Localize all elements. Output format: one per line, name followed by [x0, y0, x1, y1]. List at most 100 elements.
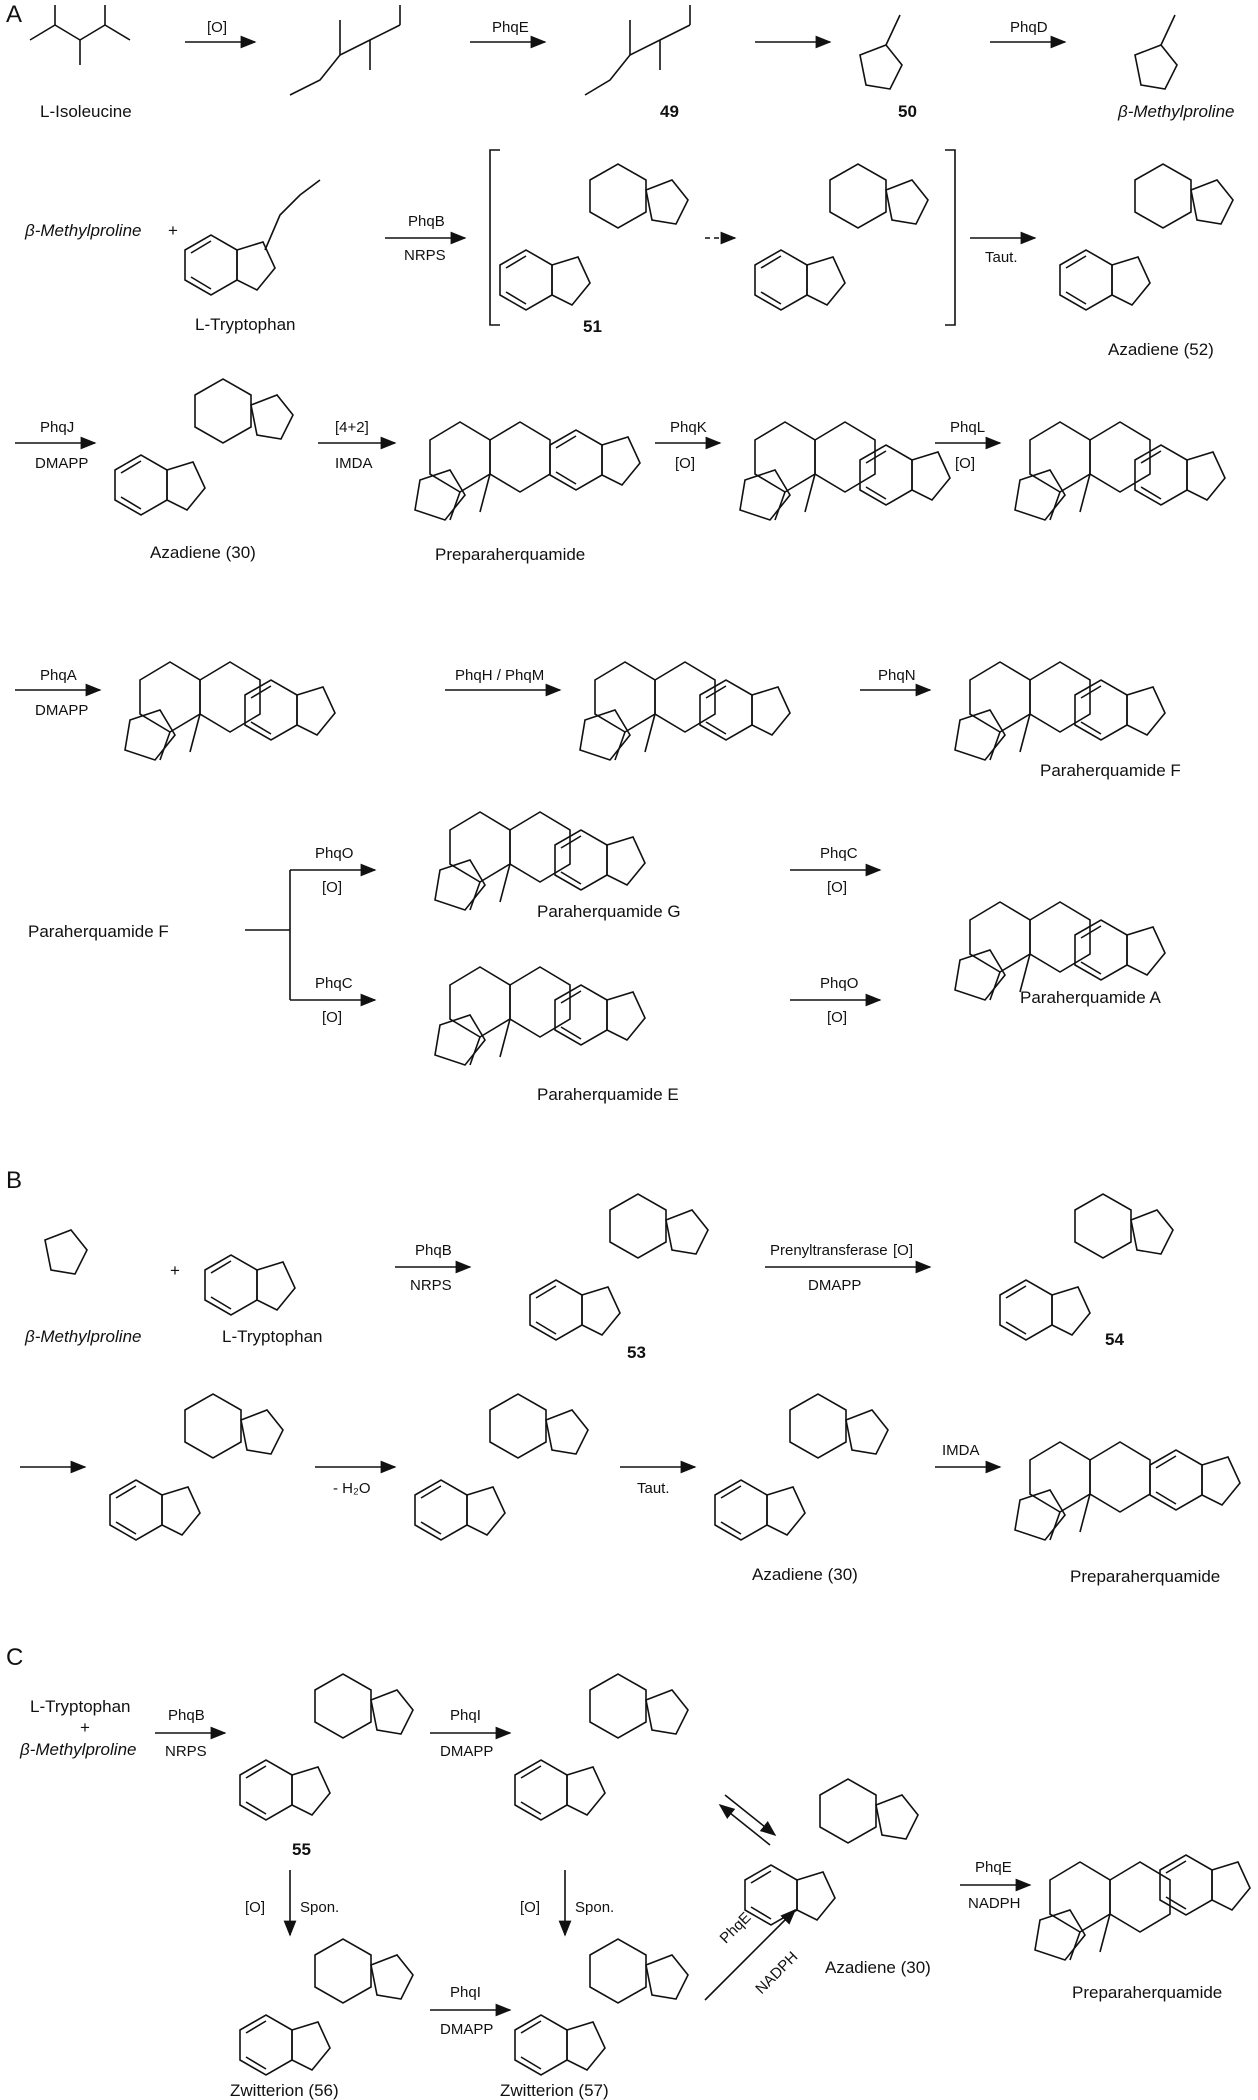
structure-trp-b — [204, 1254, 296, 1316]
reagent-a9-top: PhqK — [670, 419, 707, 436]
reagent-a8-top: [4+2] — [335, 419, 369, 436]
reagent-c7-top: PhqE — [975, 1859, 1012, 1876]
panel-label-c: C — [6, 1644, 23, 1671]
label-51: 51 — [583, 317, 602, 336]
structure-52 — [1059, 249, 1151, 311]
panel-label-b: B — [6, 1167, 22, 1194]
reagent-b2-top: Prenyltransferase — [770, 1242, 888, 1259]
structure-30-b — [714, 1479, 806, 1541]
reagent-c7-bottom: NADPH — [968, 1895, 1021, 1912]
reagent-taut-a: Taut. — [985, 249, 1018, 266]
label-c-bmp: β-Methylproline — [19, 1740, 136, 1759]
reagent-a12-top: PhqH / PhqM — [455, 667, 544, 684]
structure-57 — [514, 2014, 606, 2076]
reagent-b4: - H₂O — [333, 1480, 371, 1497]
reagent-c3-right: Spon. — [300, 1899, 339, 1916]
reagent-c6-bottom: NADPH — [752, 1948, 801, 1997]
reagent-a8-bottom: IMDA — [335, 455, 373, 472]
panel-label-a: A — [6, 1, 22, 28]
reagent-b1-bottom: NRPS — [410, 1277, 452, 1294]
structure-55 — [239, 1759, 331, 1821]
label-paraherquamide-f-start: Paraherquamide F — [28, 922, 169, 941]
label-c-plus: + — [80, 1718, 90, 1737]
reagent-c1-top: PhqB — [168, 1707, 205, 1724]
structure-preparaherquamide-a — [414, 421, 551, 521]
structure-paraherquamide-e — [434, 966, 571, 1066]
reagent-c6-top: PhqE — [717, 1909, 755, 1947]
equilibrium-forward — [724, 1794, 777, 1836]
reagent-a14-bottom: [O] — [322, 879, 342, 896]
structure-prenyl-55 — [514, 1759, 606, 1821]
equilibrium-back — [718, 1804, 771, 1846]
reagent-a4: PhqD — [1010, 19, 1048, 36]
reagent-c4-right: Spon. — [575, 1899, 614, 1916]
structure-50 — [859, 44, 903, 90]
label-preparaherquamide-c: Preparaherquamide — [1072, 1983, 1222, 2002]
label-c-trp: L-Tryptophan — [30, 1697, 130, 1716]
structure-oxindole-a — [739, 421, 876, 521]
structure-tryptophan — [184, 234, 276, 296]
reagent-a10-top: PhqL — [950, 419, 985, 436]
label-50: 50 — [898, 102, 917, 121]
label-beta-methylproline: β-Methylproline — [1117, 102, 1234, 121]
label-azadiene-30-c: Azadiene (30) — [825, 1958, 931, 1977]
label-plus-b: + — [170, 1261, 180, 1280]
label-paraherquamide-g: Paraherquamide G — [537, 902, 681, 921]
bracket-left — [489, 149, 500, 326]
label-zwitterion-56: Zwitterion (56) — [230, 2081, 339, 2100]
structure-dehydrated — [414, 1479, 506, 1541]
reagent-c4-left: [O] — [520, 1899, 540, 1916]
structure-prenylated — [124, 661, 261, 761]
label-55: 55 — [292, 1840, 311, 1859]
label-l-isoleucine: L-Isoleucine — [40, 102, 132, 121]
structure-49 — [584, 5, 691, 96]
reagent-a9-bottom: [O] — [675, 455, 695, 472]
structure-hydroxy-isoleucine — [289, 5, 401, 96]
reagent-c2-top: PhqI — [450, 1707, 481, 1724]
label-paraherquamide-e: Paraherquamide E — [537, 1085, 679, 1104]
structure-paraherquamide-a — [954, 901, 1091, 1001]
reagent-c2-bottom: DMAPP — [440, 1743, 493, 1760]
structure-30-a — [114, 454, 206, 516]
reagent-c5-top: PhqI — [450, 1984, 481, 2001]
label-53: 53 — [627, 1343, 646, 1362]
structure-hemiaminal — [109, 1479, 201, 1541]
reagent-a14-top: PhqO — [315, 845, 353, 862]
reagent-a5-top: PhqB — [408, 213, 445, 230]
reagent-a11-top: PhqA — [40, 667, 77, 684]
label-row2-plus: + — [168, 221, 178, 240]
structure-preparaherquamide-b — [1014, 1441, 1151, 1541]
label-trp-b: L-Tryptophan — [222, 1327, 322, 1346]
label-bmp-b: β-Methylproline — [24, 1327, 141, 1346]
structure-51 — [499, 249, 591, 311]
reagent-a17-bottom: [O] — [827, 1009, 847, 1026]
reagent-a13-top: PhqN — [878, 667, 916, 684]
label-azadiene-30-b: Azadiene (30) — [752, 1565, 858, 1584]
reagent-a7-bottom: DMAPP — [35, 455, 88, 472]
structure-preparaherquamide-c — [1034, 1861, 1171, 1961]
structure-bmp-b — [44, 1229, 88, 1275]
label-preparaherquamide-a: Preparaherquamide — [435, 545, 585, 564]
structure-hydroxy-oxindole — [1014, 421, 1151, 521]
structure-beta-methylproline — [1134, 44, 1178, 90]
reagent-a17-top: PhqO — [820, 975, 858, 992]
reagent-a10-bottom: [O] — [955, 455, 975, 472]
reagent-c1-bottom: NRPS — [165, 1743, 207, 1760]
structure-paraherquamide-f — [954, 661, 1091, 761]
reagent-a15-top: PhqC — [315, 975, 353, 992]
label-preparaherquamide-b: Preparaherquamide — [1070, 1567, 1220, 1586]
arrow-c6 — [704, 1908, 797, 2001]
reagent-b5: Taut. — [637, 1480, 670, 1497]
reagent-a15-bottom: [O] — [322, 1009, 342, 1026]
label-49: 49 — [660, 102, 679, 121]
bracket-right — [945, 149, 956, 326]
label-zwitterion-57: Zwitterion (57) — [500, 2081, 609, 2100]
label-azadiene-30-a: Azadiene (30) — [150, 543, 256, 562]
reagent-b1-top: PhqB — [415, 1242, 452, 1259]
reagent-a16-bottom: [O] — [827, 879, 847, 896]
label-paraherquamide-a: Paraherquamide A — [1020, 988, 1161, 1007]
label-54: 54 — [1105, 1330, 1124, 1349]
reagent-b2-bottom: DMAPP — [808, 1277, 861, 1294]
structure-pyran — [579, 661, 716, 761]
